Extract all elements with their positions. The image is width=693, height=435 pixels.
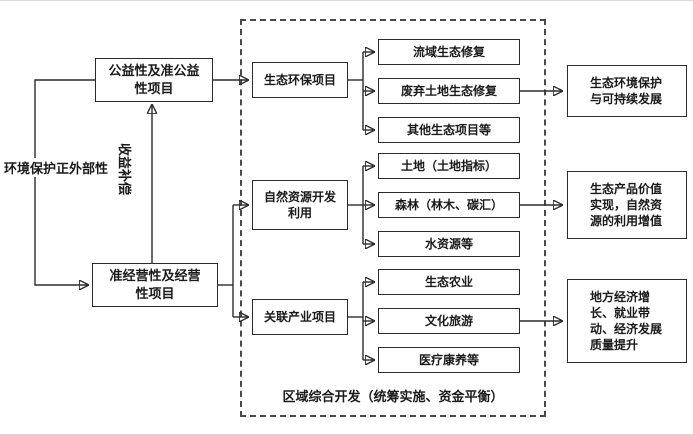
node-abandoned-land-restoration: 废弃土地生态修复	[378, 78, 520, 104]
node-land-indicators: 土地（土地指标）	[378, 153, 520, 179]
node-other-eco-projects: 其他生态项目等	[378, 117, 520, 143]
node-forest-carbon: 森林（林木、碳汇）	[378, 192, 520, 218]
arrow-externality	[34, 79, 95, 285]
node-medical-wellness: 医疗康养等	[378, 347, 520, 373]
regional-development-label: 区域综合开发（统筹实施、资金平衡）	[282, 389, 504, 404]
node-cultural-tourism: 文化旅游	[378, 308, 520, 334]
label-externality: 环境保护正外部性	[4, 158, 109, 177]
node-operational-project: 准经营性及经营性项目	[92, 263, 218, 307]
outcome-local-economy: 地方经济增长、就业带动、经济发展质量提升	[567, 279, 687, 363]
node-water-resources: 水资源等	[378, 231, 520, 257]
node-public-project: 公益性及准公益性项目	[95, 58, 213, 102]
node-eco-agriculture: 生态农业	[378, 269, 520, 295]
regional-development-container	[240, 19, 546, 417]
outcome-eco-product-value: 生态产品价值实现，自然资源的利用增值	[567, 171, 687, 239]
node-related-industry-project: 关联产业项目	[252, 299, 348, 335]
outcome-sustainable-development: 生态环境保护与可持续发展	[567, 65, 687, 117]
node-natural-resource-utilization: 自然资源开发利用	[252, 180, 348, 230]
node-eco-protection-project: 生态环保项目	[252, 62, 348, 98]
node-watershed-restoration: 流域生态修复	[378, 39, 520, 65]
label-compensation: 收益补偿	[117, 142, 132, 195]
